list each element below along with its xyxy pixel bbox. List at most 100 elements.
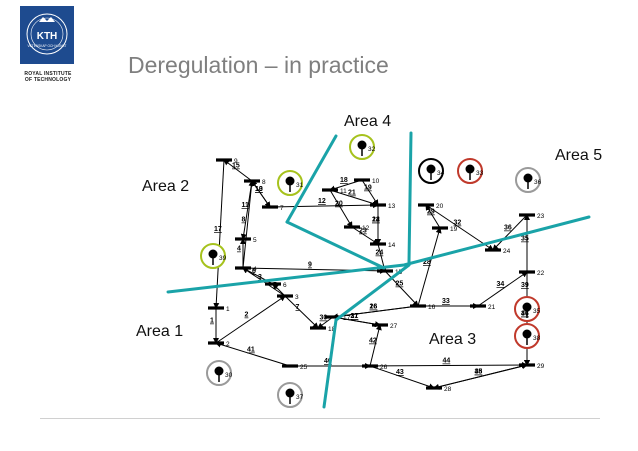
line-number: 4 — [237, 246, 241, 253]
generator-number: 38 — [533, 335, 541, 342]
bus-bar — [325, 315, 341, 319]
line-number: 15 — [232, 163, 240, 170]
line-number: 14 — [372, 217, 380, 224]
bus-number: 7 — [280, 205, 284, 212]
transmission-line — [351, 226, 379, 245]
line-number: 30 — [320, 315, 328, 322]
transmission-line — [269, 202, 379, 209]
transmission-line — [477, 271, 528, 307]
bus-number: 3 — [295, 294, 299, 301]
footer-divider — [40, 418, 600, 419]
generator-icon — [214, 366, 224, 376]
bus-number: 11 — [340, 188, 347, 195]
bus-number: 25 — [300, 364, 308, 371]
transmission-line — [417, 227, 442, 307]
line-number: 16 — [370, 304, 378, 311]
line-number: 42 — [369, 338, 377, 345]
transmission-line — [251, 180, 271, 208]
line-number: 2 — [245, 312, 249, 319]
transmission-line — [215, 295, 286, 344]
transmission-line — [284, 295, 319, 329]
bus-number: 16 — [428, 304, 436, 311]
bus-number: 28 — [444, 386, 452, 393]
line-number: 32 — [454, 220, 462, 227]
bus-number: 18 — [328, 326, 336, 333]
bus-bar — [354, 178, 370, 182]
bus-number: 8 — [262, 179, 266, 186]
bus-bar — [310, 326, 326, 330]
bus-number: 21 — [488, 304, 496, 311]
generator-number: 34 — [437, 170, 445, 177]
bus-bar — [418, 203, 434, 207]
area-boundary — [166, 215, 591, 294]
bus-number: 19 — [450, 226, 458, 233]
line-number: 27 — [351, 313, 359, 320]
area-boundary — [285, 134, 338, 224]
generator-icon — [285, 176, 295, 186]
bus-bar — [262, 205, 278, 209]
bus-bar — [410, 304, 426, 308]
transmission-line — [492, 214, 528, 251]
generator-number: 39 — [219, 255, 227, 262]
line-number: 12 — [318, 198, 326, 205]
bus-number: 20 — [436, 203, 444, 210]
generator-icon — [426, 164, 436, 174]
transmission-line — [240, 180, 253, 240]
bus-number: 22 — [537, 270, 545, 277]
transmission-line — [215, 341, 291, 367]
area-boundary — [285, 220, 386, 270]
line-number: 6 — [252, 268, 256, 275]
bus-bar — [344, 225, 360, 229]
area-label: Area 5 — [555, 147, 603, 164]
transmission-line — [317, 316, 334, 329]
line-number: 19 — [364, 185, 372, 192]
line-number: 18 — [340, 177, 348, 184]
generator-icon — [522, 302, 532, 312]
generator-icon — [357, 140, 367, 150]
line-number: 8 — [242, 217, 246, 224]
transmission-line — [433, 363, 528, 389]
transmission-line — [272, 283, 286, 297]
generator-number: 36 — [534, 179, 542, 186]
transmission-line — [369, 324, 382, 367]
area-label: Area 3 — [429, 331, 477, 348]
transmission-line — [425, 204, 494, 251]
bus-bar — [235, 237, 251, 241]
line-number: 22 — [372, 217, 380, 224]
area-boundary — [334, 263, 411, 322]
bus-bar — [282, 364, 298, 368]
line-number: 33 — [442, 298, 450, 305]
transmission-line — [213, 159, 225, 309]
transmission-line — [329, 189, 353, 228]
line-number: 13 — [255, 186, 263, 193]
bus-number: 29 — [537, 363, 545, 370]
generator-number: 33 — [476, 170, 484, 177]
line-number: 35 — [521, 236, 529, 243]
line-number: 40 — [324, 358, 332, 365]
bus-bar — [432, 226, 448, 230]
bus-bar — [244, 179, 260, 183]
line-number: 31 — [351, 313, 359, 320]
bus-number: 24 — [503, 248, 511, 255]
generator-number: 35 — [533, 308, 541, 315]
line-number: 1 — [210, 318, 214, 325]
line-number: 38 — [475, 369, 483, 376]
generator-number: 32 — [368, 146, 376, 153]
line-number: 44 — [443, 358, 451, 365]
bus-bar — [235, 266, 251, 270]
kth-logo: KTH VETENSKAP OCH KONST — [20, 6, 74, 64]
area-label: Area 2 — [142, 178, 190, 195]
line-number: 11 — [242, 202, 250, 209]
transmission-line — [329, 189, 379, 207]
line-number: 20 — [335, 201, 343, 208]
bus-bar — [519, 270, 535, 274]
bus-bar — [519, 213, 535, 217]
generator-icon — [522, 329, 532, 339]
bus-bar — [372, 323, 388, 327]
area-label: Area 4 — [344, 113, 392, 130]
institution-name: ROYAL INSTITUTE OF TECHNOLOGY — [9, 71, 87, 83]
bus-bar — [377, 269, 393, 273]
line-number: 24 — [376, 250, 384, 257]
bus-bar — [277, 294, 293, 298]
